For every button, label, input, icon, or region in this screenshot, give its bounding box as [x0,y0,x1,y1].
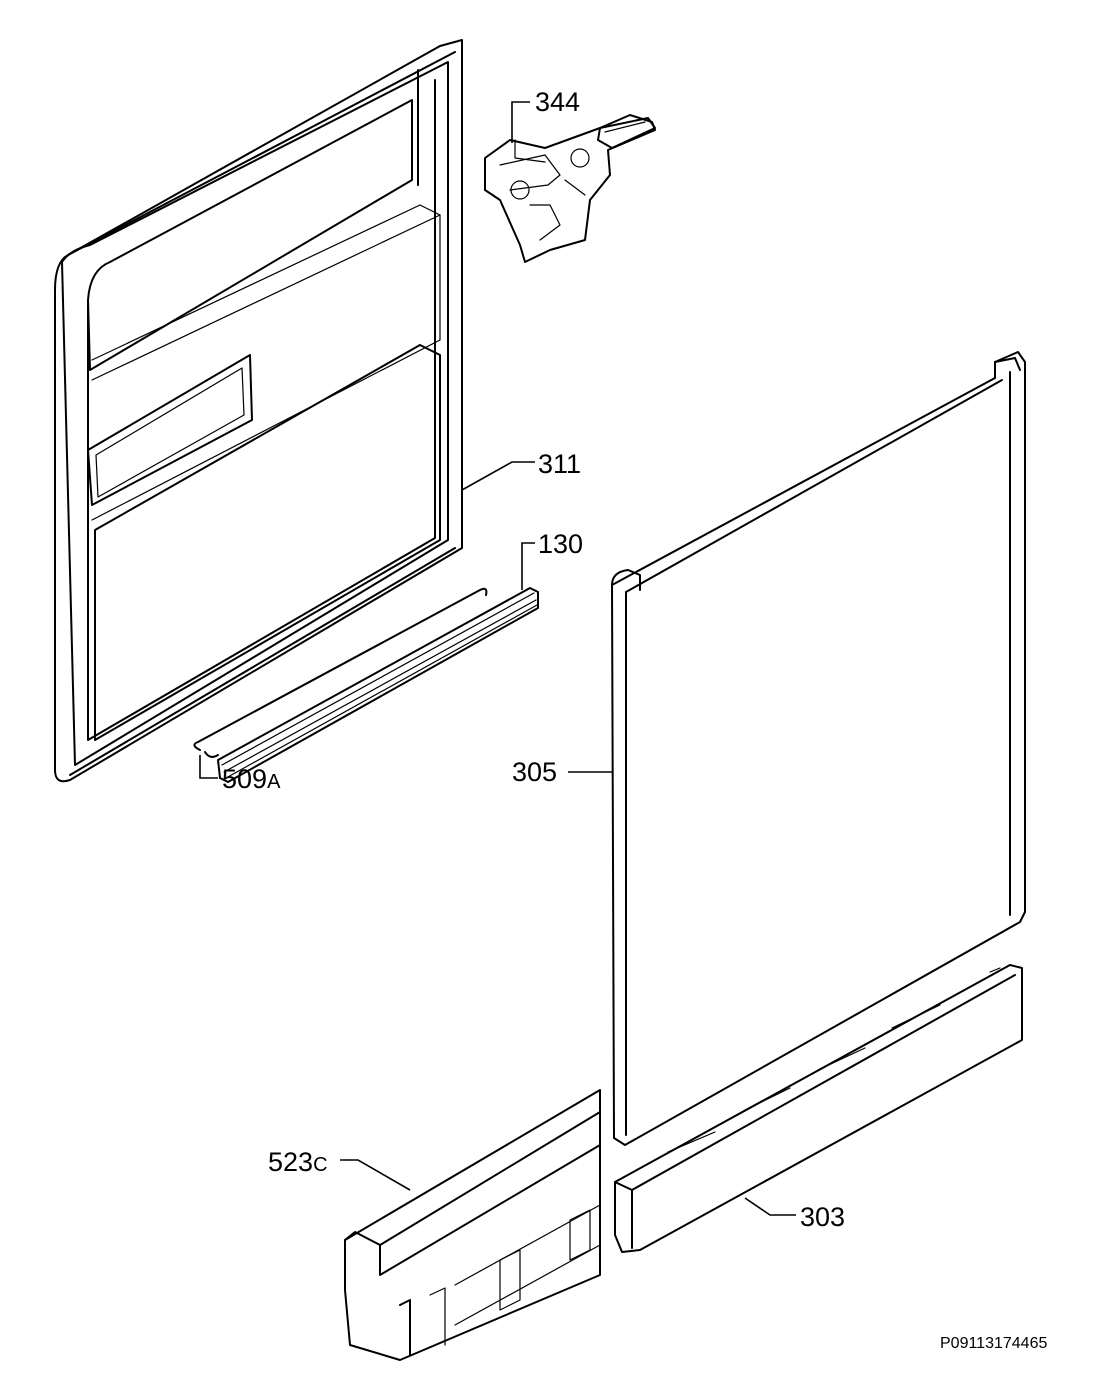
part-label-509a: 509A [222,764,281,794]
lower-cover-303[interactable] [614,964,1023,1253]
leader-303 [744,1197,796,1216]
part-label-305: 305 [512,757,557,787]
part-label-303: 303 [800,1202,845,1232]
control-frame-523c[interactable] [344,1089,601,1361]
part-label-344: 344 [535,87,580,117]
door-latch-344[interactable] [484,114,656,263]
wire-rod-509a[interactable] [193,587,488,758]
door-seal-130[interactable] [217,587,539,783]
leader-523c [340,1159,411,1191]
leader-311 [461,461,535,491]
part-label-523c: 523C [268,1147,328,1177]
outer-door-panel-305[interactable] [611,351,1026,1146]
drawing-reference-number: P09113174465 [940,1335,1047,1352]
inner-door-panel-311[interactable] [54,39,463,783]
part-label-130: 130 [538,529,583,559]
leader-lines [199,101,796,1216]
leader-344 [511,101,530,143]
part-label-311: 311 [538,449,581,479]
leader-509a [199,755,218,779]
leader-130 [521,542,535,590]
